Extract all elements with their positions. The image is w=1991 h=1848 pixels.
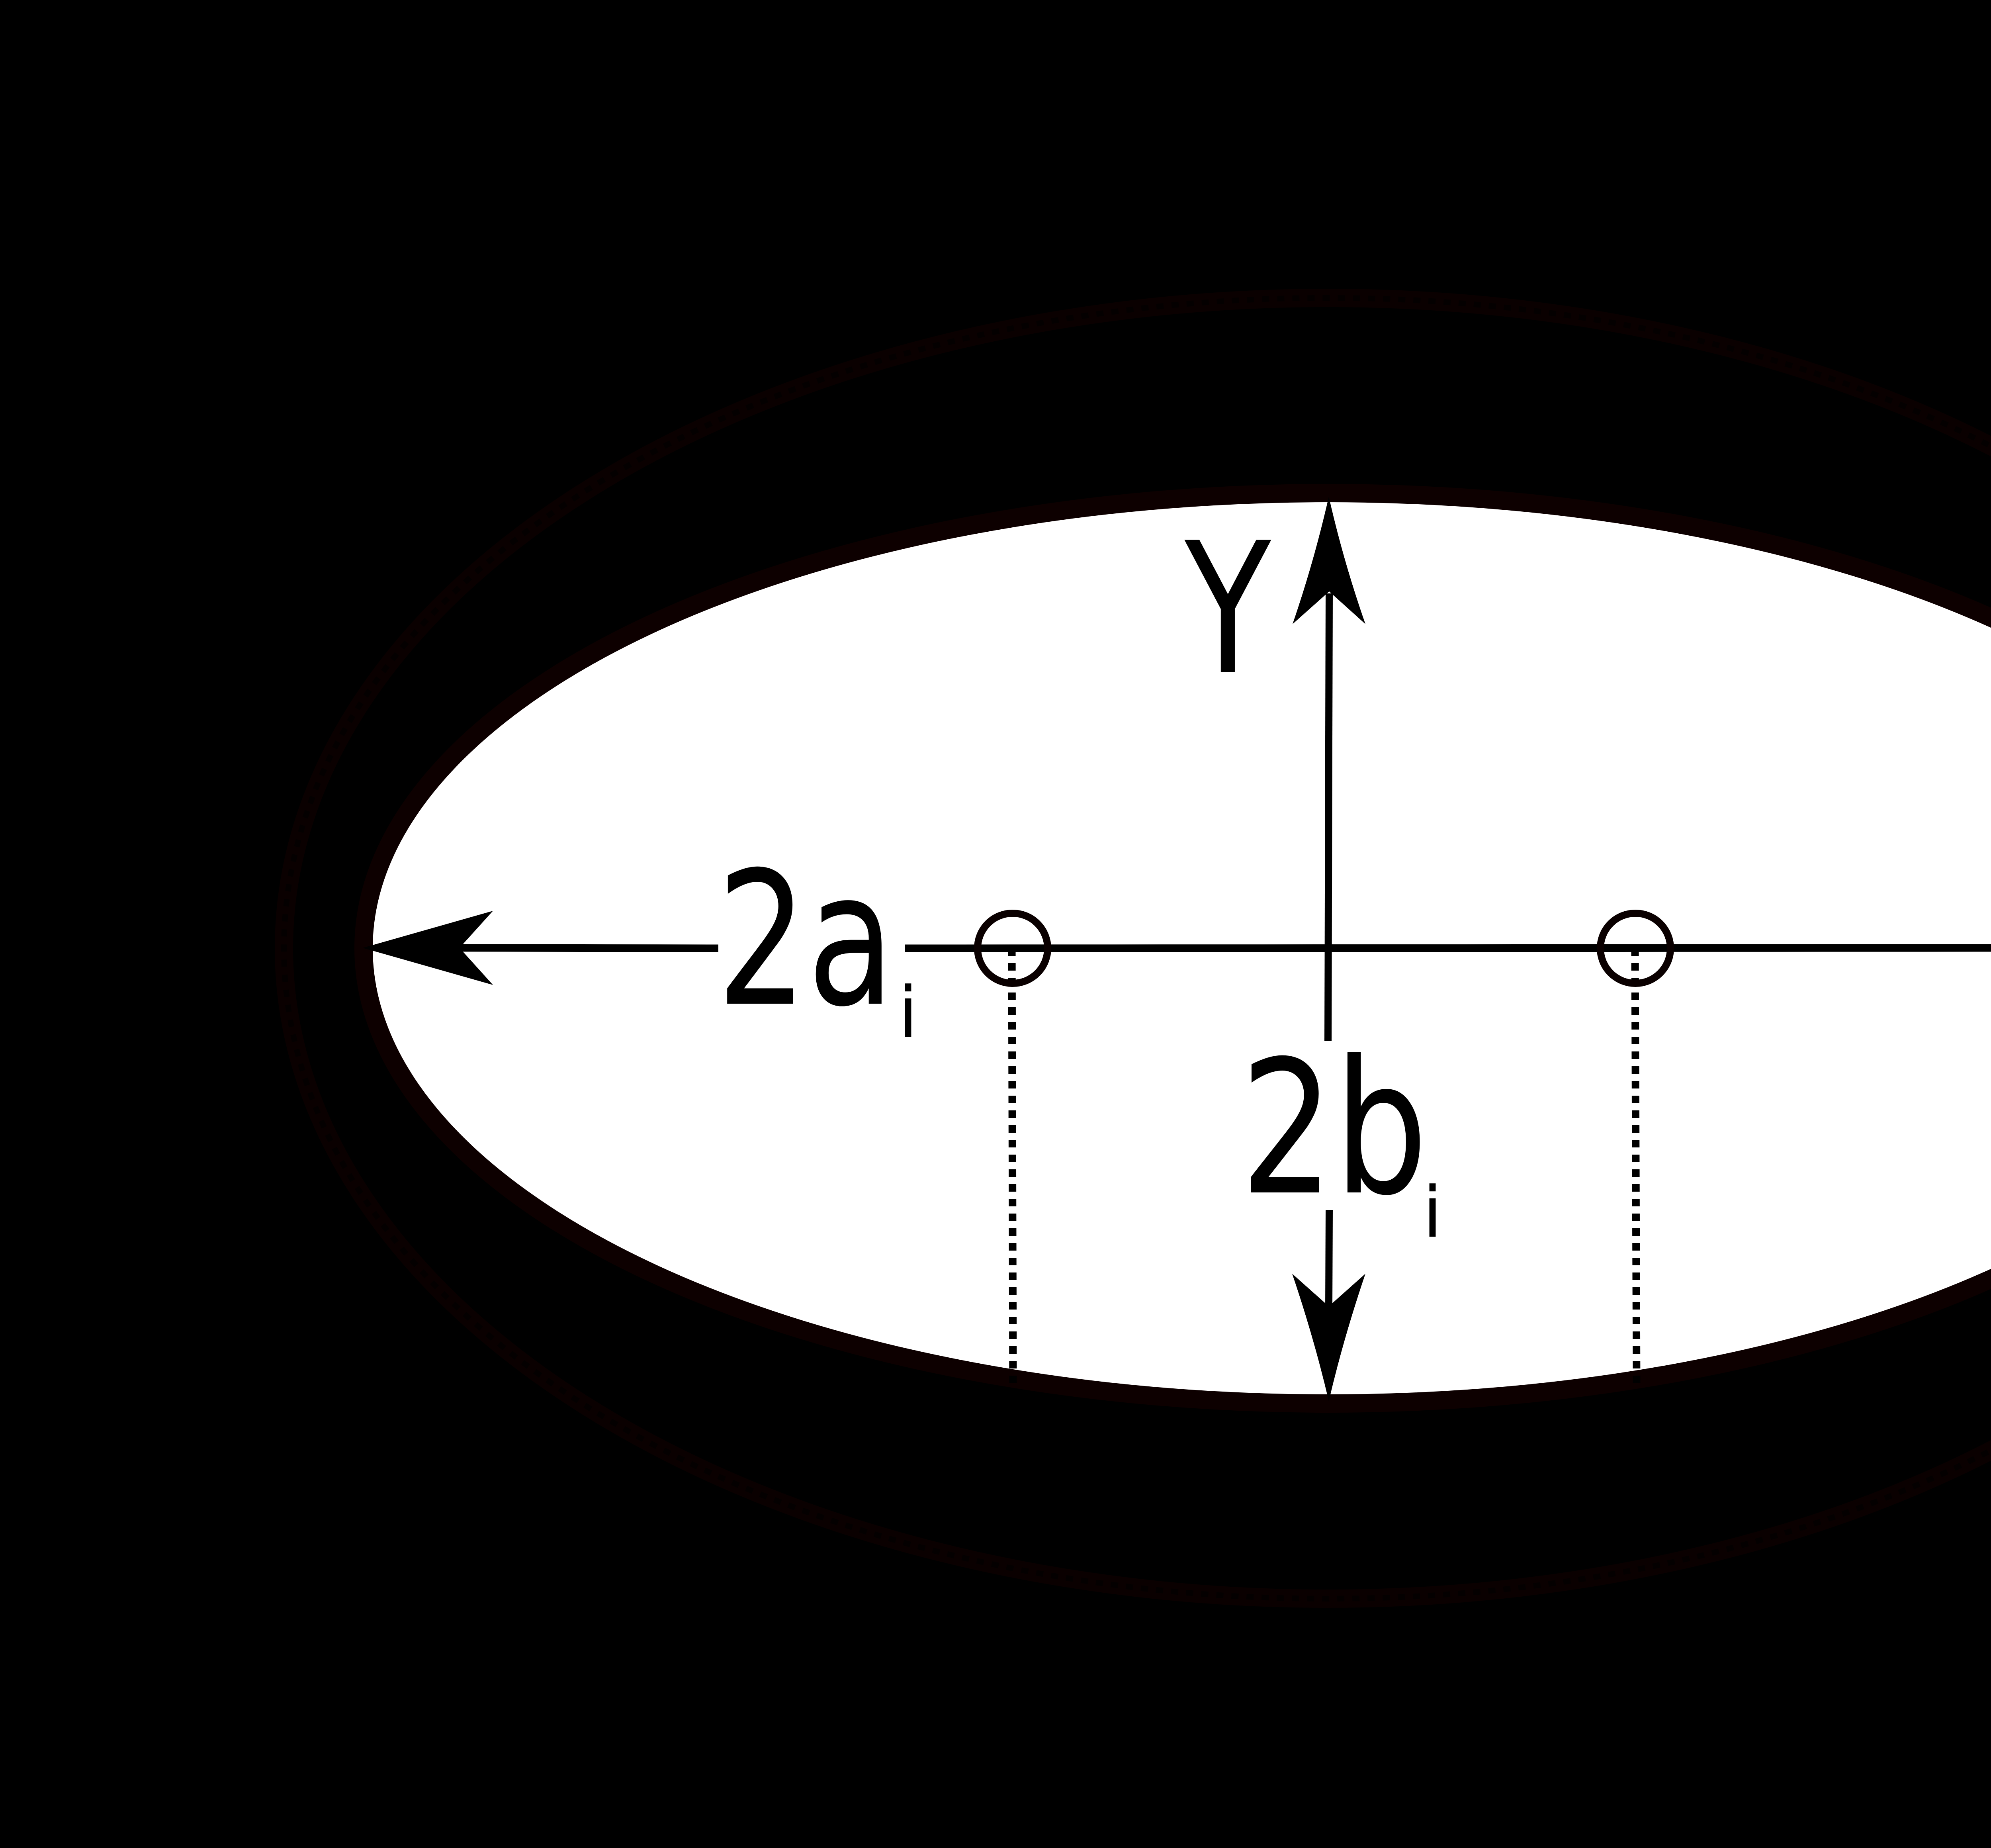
minor-axis-label-base: 2b bbox=[1240, 1021, 1428, 1236]
left-focus-marker bbox=[974, 910, 1051, 987]
right-focus-marker bbox=[1597, 910, 1674, 987]
y-axis-line bbox=[1324, 593, 1333, 1041]
outer-ellipse-dash-overlay bbox=[281, 295, 1991, 1601]
arrowhead-down-icon bbox=[1292, 1274, 1365, 1401]
major-axis-label-subscript: i bbox=[898, 972, 918, 1053]
arrowhead-up-icon bbox=[1293, 497, 1365, 624]
y-axis-label: Y bbox=[1182, 504, 1273, 715]
minor-axis-label-subscript: i bbox=[1423, 1172, 1442, 1253]
major-axis-label-base: 2a bbox=[717, 832, 894, 1047]
minor-axis-label: 2b i bbox=[1240, 1021, 1442, 1253]
major-axis-label: 2a i bbox=[717, 832, 918, 1053]
arrowhead-left-icon bbox=[363, 911, 493, 985]
